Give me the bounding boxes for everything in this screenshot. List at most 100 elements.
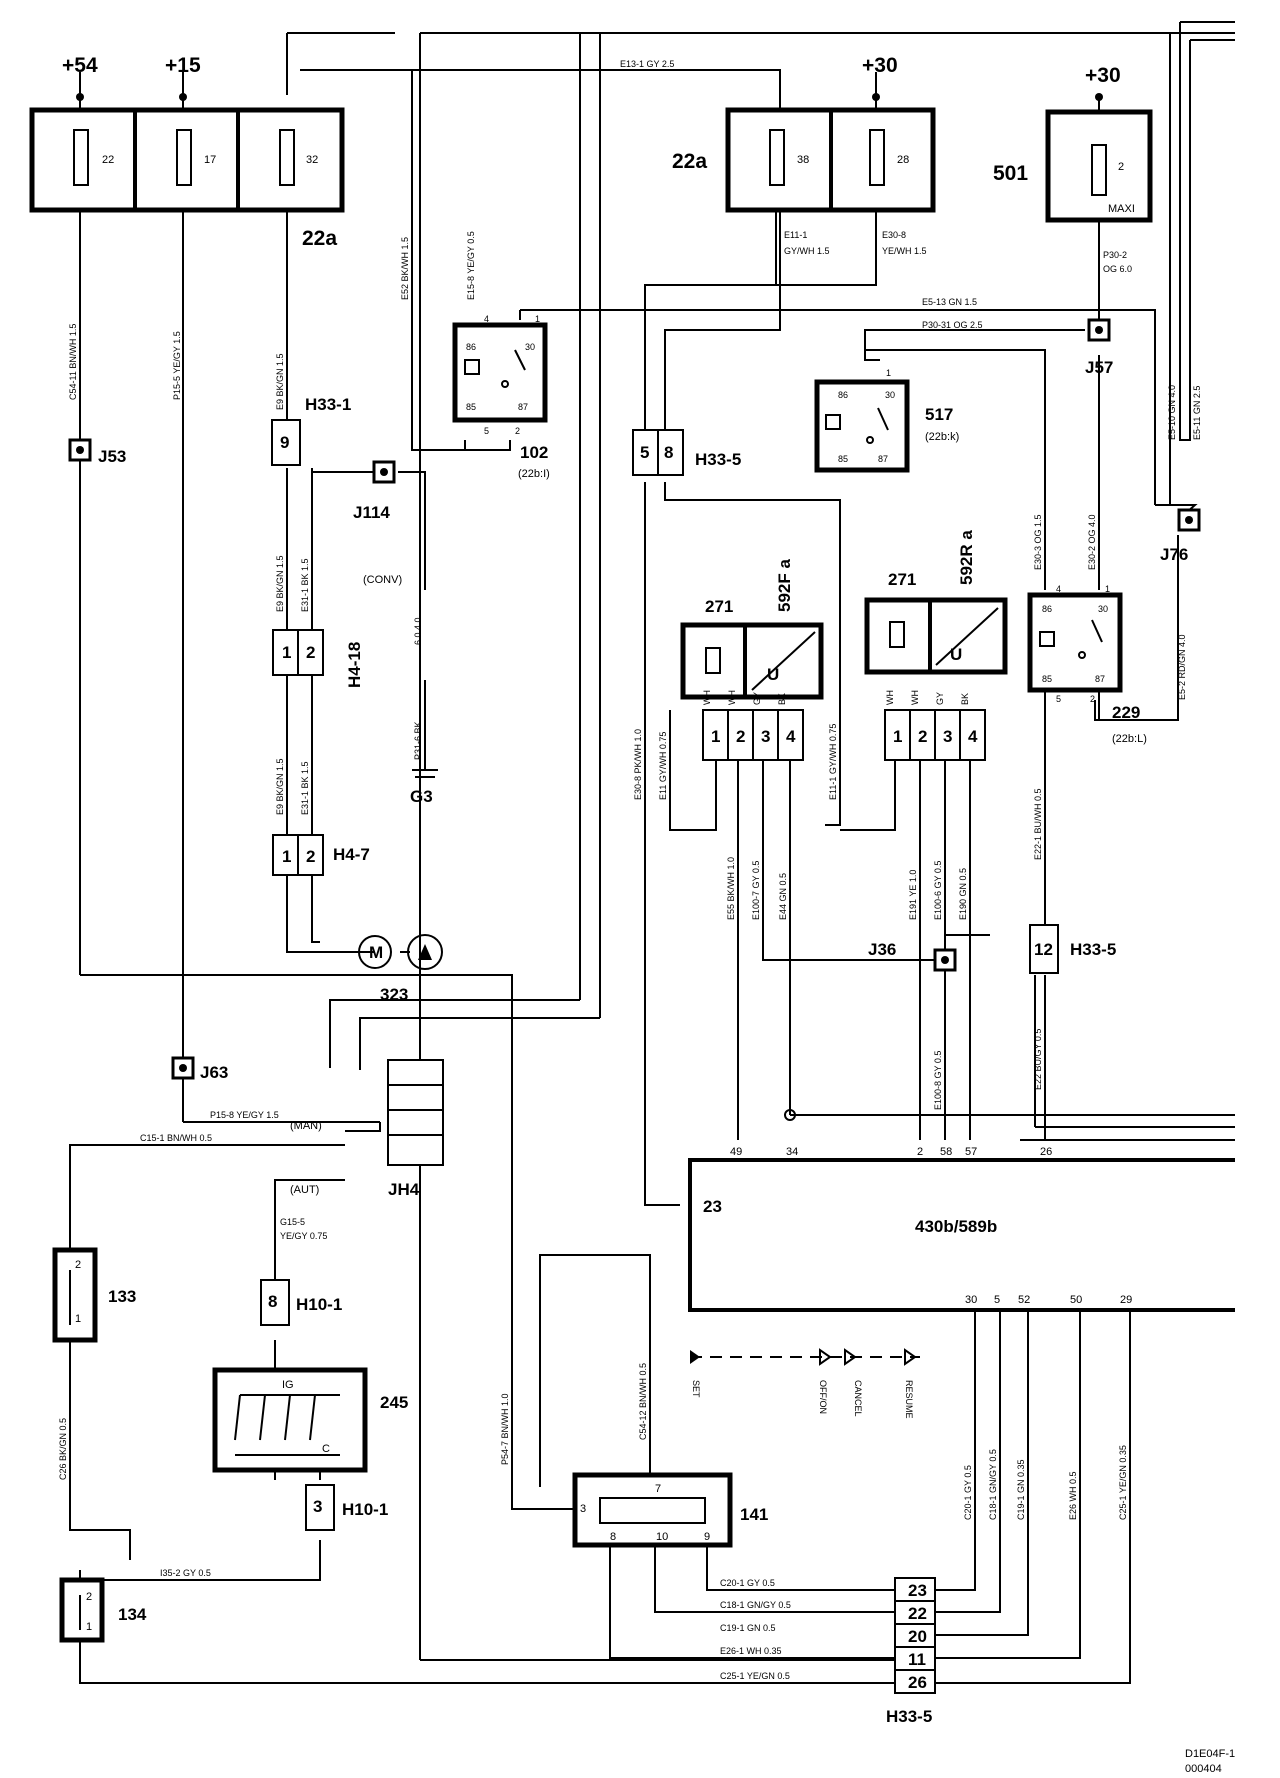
sensor-592ra-label: 592R a <box>957 530 976 585</box>
fuse-38 <box>769 129 785 186</box>
svg-text:C15-1 BN/WH 0.5: C15-1 BN/WH 0.5 <box>140 1133 212 1143</box>
relay-517-label: 517 <box>925 405 953 424</box>
power-30a-label: +30 <box>862 54 898 77</box>
junction-j36-label: J36 <box>868 940 896 959</box>
svg-text:U: U <box>767 665 779 684</box>
power-15-label: +15 <box>165 54 201 77</box>
svg-text:E5-13 GN 1.5: E5-13 GN 1.5 <box>922 297 977 307</box>
fuse-38-label: 38 <box>797 154 809 166</box>
fuse-22-label: 22 <box>102 154 114 166</box>
relay-517: 86 30 85 87 1 <box>814 368 910 473</box>
svg-text:3: 3 <box>761 727 770 746</box>
svg-text:12: 12 <box>1034 940 1053 959</box>
svg-text:E30-3 OG 1.5: E30-3 OG 1.5 <box>1033 514 1043 570</box>
svg-text:GY: GY <box>935 692 945 705</box>
relay-102-label: 102 <box>520 443 548 462</box>
svg-text:P54-7 BN/WH 1.0: P54-7 BN/WH 1.0 <box>500 1393 510 1465</box>
svg-text:23: 23 <box>908 1581 927 1600</box>
connector-jh4-label: JH4 <box>388 1180 420 1199</box>
svg-text:E52 BK/WH 1.5: E52 BK/WH 1.5 <box>400 237 410 300</box>
svg-text:C18-1 GN/GY 0.5: C18-1 GN/GY 0.5 <box>988 1449 998 1520</box>
svg-text:1: 1 <box>893 727 902 746</box>
svg-text:E31-1 BK 1.5: E31-1 BK 1.5 <box>300 761 310 815</box>
motor-323: M <box>358 934 443 970</box>
sensor-271-592fa: U 1 2 3 4 WH WH GY BK <box>680 622 824 761</box>
svg-text:E5-11 GN 2.5: E5-11 GN 2.5 <box>1192 386 1202 440</box>
svg-text:11: 11 <box>908 1650 926 1669</box>
svg-text:5: 5 <box>640 443 649 462</box>
fuse-box-22a-right-label: 22a <box>672 150 707 173</box>
svg-text:4: 4 <box>1056 584 1061 594</box>
svg-text:P30-31 OG 2.5: P30-31 OG 2.5 <box>922 320 983 330</box>
svg-text:E30-8: E30-8 <box>882 230 906 240</box>
fuse-32 <box>279 129 295 186</box>
fuse-22 <box>73 129 89 186</box>
svg-text:2: 2 <box>917 1146 923 1158</box>
svg-text:50: 50 <box>1070 1294 1082 1306</box>
ground-g3-label: G3 <box>410 787 433 806</box>
fuse-box-501-label: 501 <box>993 162 1028 185</box>
svg-text:4: 4 <box>968 727 978 746</box>
fuse-28-label: 28 <box>897 154 909 166</box>
svg-text:E5-10 GN 4.0: E5-10 GN 4.0 <box>1167 385 1177 440</box>
svg-text:30: 30 <box>525 342 535 352</box>
junction-j63-label: J63 <box>200 1063 228 1082</box>
fuse-28 <box>869 129 885 186</box>
svg-text:2: 2 <box>75 1259 81 1271</box>
relay-517-ref: (22b:k) <box>925 431 959 443</box>
svg-text:C19-1 GN 0.5: C19-1 GN 0.5 <box>720 1623 776 1633</box>
svg-text:30: 30 <box>1098 604 1108 614</box>
ground-g3 <box>412 680 438 778</box>
component-141-label: 141 <box>740 1505 768 1524</box>
svg-text:WH: WH <box>910 690 920 705</box>
svg-text:85: 85 <box>1042 674 1052 684</box>
svg-text:E9 BK/GN 1.5: E9 BK/GN 1.5 <box>275 758 285 815</box>
junction-j114-label: J114 <box>353 503 390 522</box>
svg-text:WH: WH <box>885 690 895 705</box>
svg-text:23: 23 <box>703 1197 722 1216</box>
svg-text:(MAN): (MAN) <box>290 1120 322 1132</box>
svg-text:5: 5 <box>484 426 489 436</box>
svg-text:E55 BK/WH 1.0: E55 BK/WH 1.0 <box>726 857 736 920</box>
svg-text:85: 85 <box>466 402 476 412</box>
connector-h33-5-mid: 12 <box>1029 924 1059 974</box>
svg-text:8: 8 <box>664 443 673 462</box>
connector-h4-18-label: H4-18 <box>345 642 364 688</box>
svg-text:87: 87 <box>1095 674 1105 684</box>
svg-text:26: 26 <box>1040 1146 1052 1158</box>
svg-text:2: 2 <box>86 1591 92 1603</box>
component-133-label: 133 <box>108 1287 136 1306</box>
svg-text:C54-12 BN/WH 0.5: C54-12 BN/WH 0.5 <box>638 1363 648 1440</box>
svg-text:U: U <box>950 645 962 664</box>
svg-text:8: 8 <box>268 1292 277 1311</box>
relay-102-ref: (22b:I) <box>518 468 550 480</box>
svg-text:I35-2 GY 0.5: I35-2 GY 0.5 <box>160 1568 211 1578</box>
svg-text:P15-8 YE/GY 1.5: P15-8 YE/GY 1.5 <box>210 1110 279 1120</box>
svg-text:C19-1 GN 0.35: C19-1 GN 0.35 <box>1016 1459 1026 1520</box>
svg-text:E11-1: E11-1 <box>784 230 807 240</box>
svg-text:87: 87 <box>878 454 888 464</box>
svg-text:C: C <box>322 1443 330 1455</box>
svg-text:E31-1 BK 1.5: E31-1 BK 1.5 <box>300 558 310 612</box>
svg-text:30: 30 <box>885 390 895 400</box>
svg-text:E100-7 GY 0.5: E100-7 GY 0.5 <box>751 861 761 920</box>
svg-text:E11 GY/WH 0.75: E11 GY/WH 0.75 <box>658 732 668 800</box>
svg-text:YE/WH 1.5: YE/WH 1.5 <box>882 246 927 256</box>
wires <box>69 21 1235 1684</box>
relay-229: 86 30 85 87 4 1 5 2 <box>1027 584 1123 704</box>
svg-text:IG: IG <box>282 1379 294 1391</box>
svg-text:C54-11 BN/WH 1.5: C54-11 BN/WH 1.5 <box>68 324 78 400</box>
fuse-box-22a-left: 22 17 32 <box>29 107 345 213</box>
svg-text:E9 BK/GN 1.5: E9 BK/GN 1.5 <box>275 555 285 612</box>
svg-text:C26 BK/GN 0.5: C26 BK/GN 0.5 <box>58 1418 68 1480</box>
fuse-17-label: 17 <box>204 154 216 166</box>
component-134-label: 134 <box>118 1605 147 1624</box>
component-133: 2 1 <box>52 1247 98 1343</box>
svg-text:E191 YE 1.0: E191 YE 1.0 <box>908 870 918 920</box>
svg-text:30: 30 <box>965 1294 977 1306</box>
maxi-label: MAXI <box>1108 203 1135 215</box>
svg-text:3: 3 <box>580 1503 586 1515</box>
connector-h33-5-mid-label: H33-5 <box>1070 940 1116 959</box>
svg-text:E190 GN 0.5: E190 GN 0.5 <box>958 868 968 920</box>
svg-text:1: 1 <box>711 727 720 746</box>
